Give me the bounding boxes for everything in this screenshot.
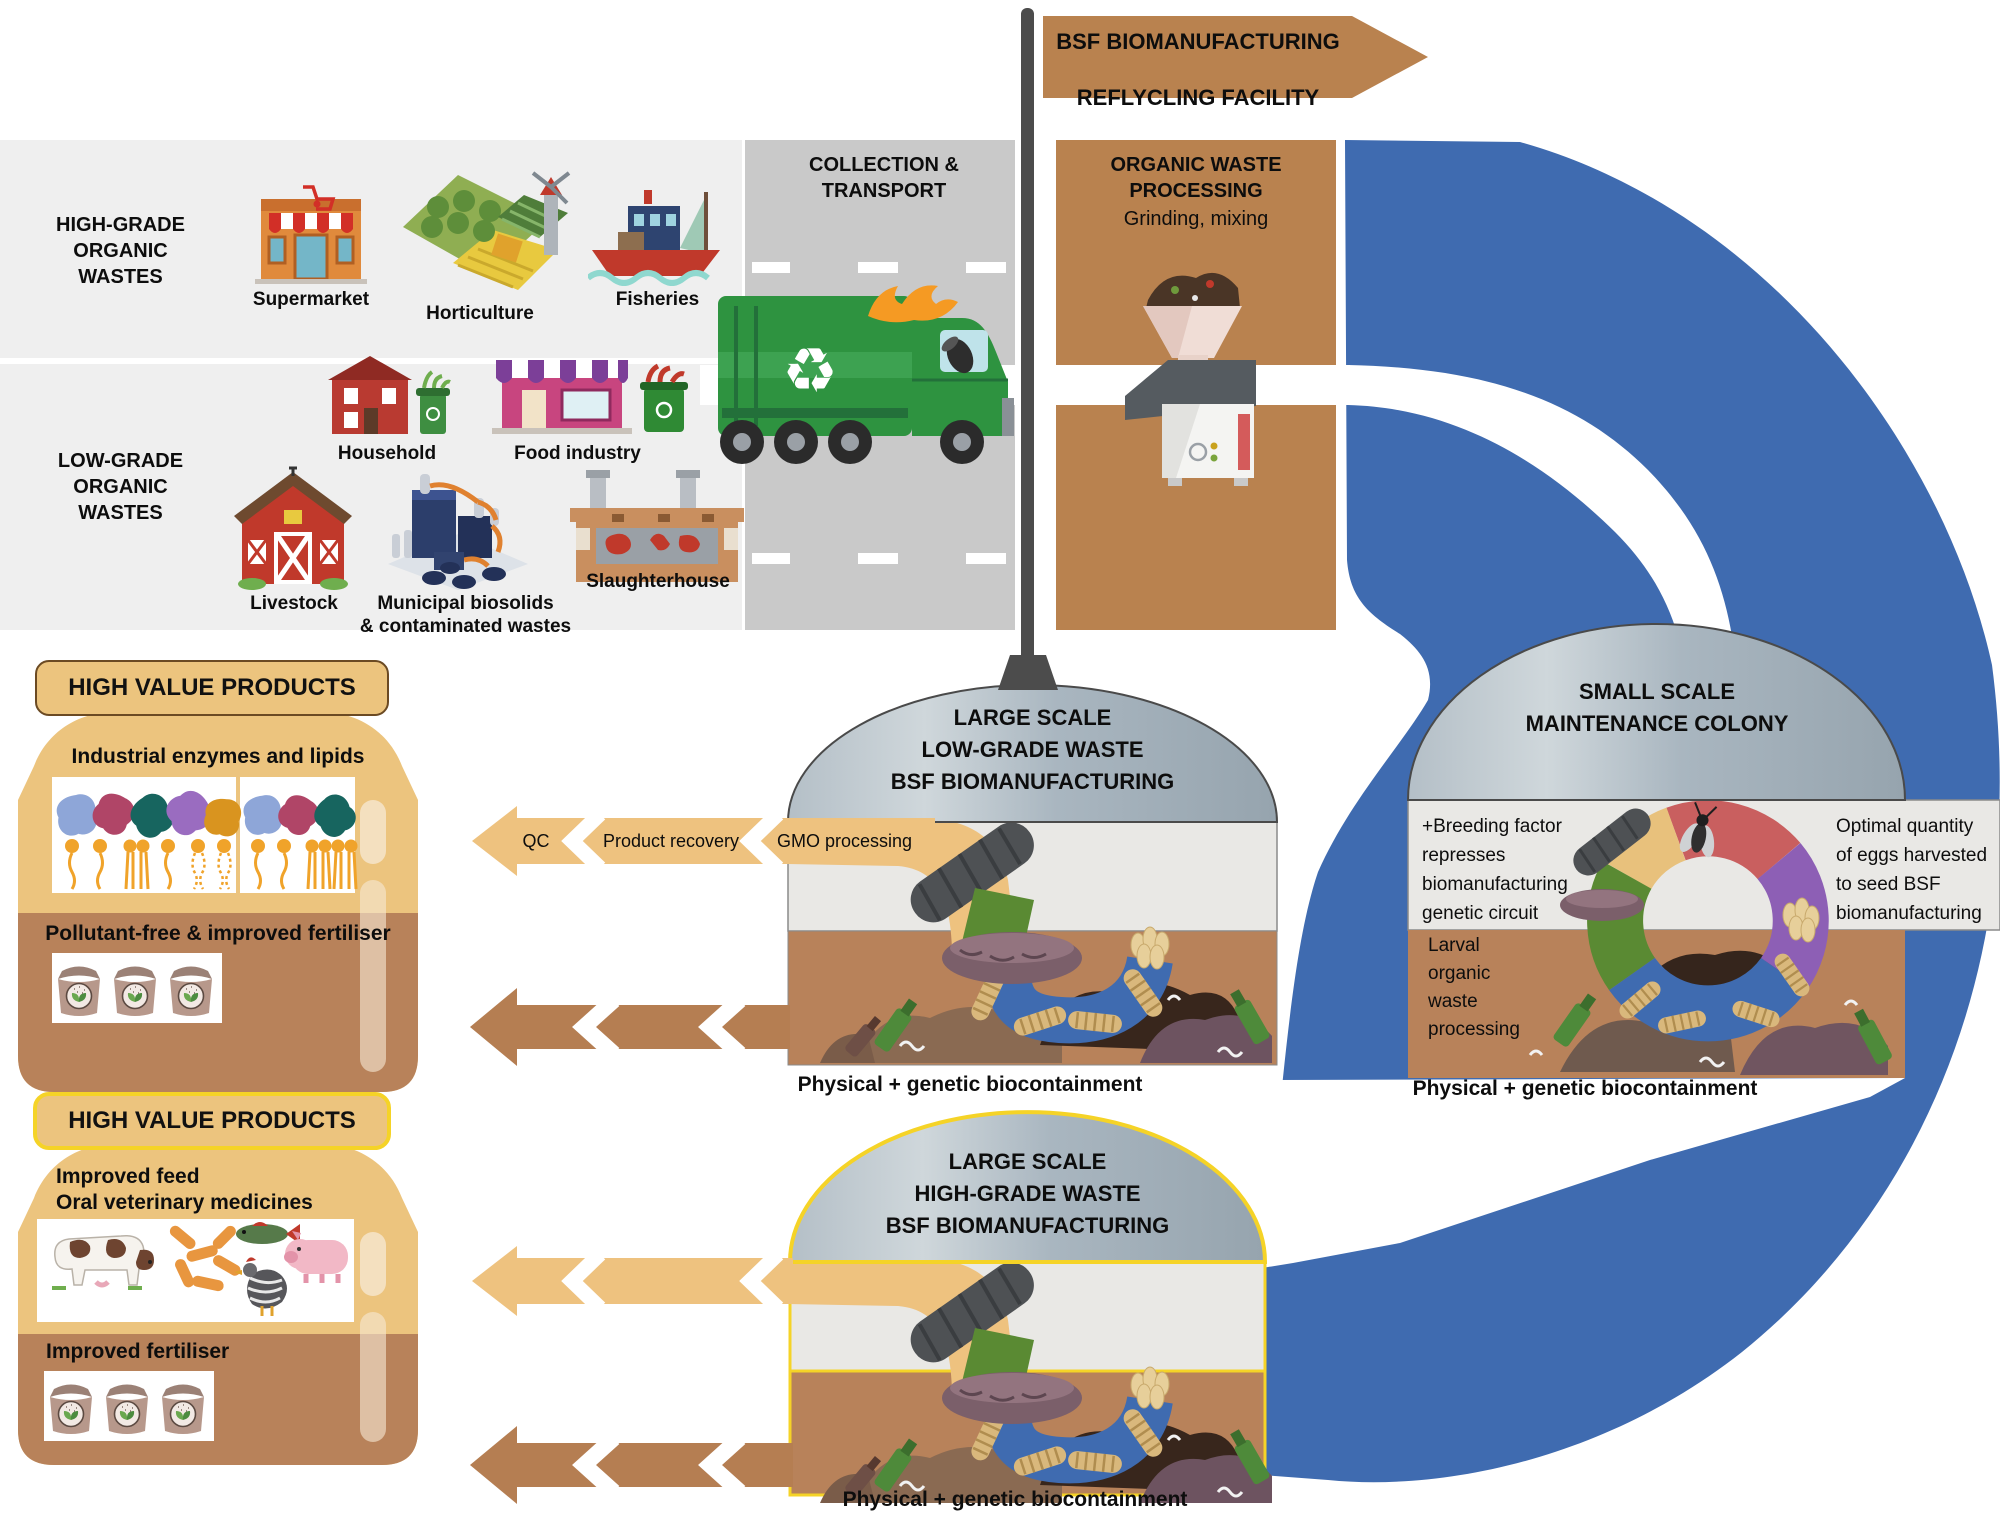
food-industry-caption: Food industry	[514, 443, 641, 464]
slaughterhouse-icon	[562, 470, 752, 588]
worm-icon	[1698, 1056, 1726, 1068]
supermarket-icon	[255, 185, 367, 285]
livestock-caption: Livestock	[250, 593, 338, 614]
cow-icon	[52, 1234, 154, 1290]
fisheries-caption: Fisheries	[615, 289, 700, 310]
worm-icon	[1843, 999, 1859, 1006]
enzymes-label: Industrial enzymes and lipids	[71, 745, 365, 768]
worm-icon	[1528, 1049, 1544, 1056]
municipal-caption: Municipal biosolids & contaminated waste…	[359, 593, 572, 637]
header-label: HIGH VALUE PRODUCTS	[68, 1107, 356, 1134]
processing-sublabel: Grinding, mixing	[1123, 208, 1269, 230]
feed-product-box: HIGH VALUE PRODUCTS Improved feed Oral v…	[0, 1082, 470, 1514]
collection-label: COLLECTION & TRANSPORT	[809, 154, 959, 202]
pupa-stage-arc	[1602, 807, 1687, 890]
qc-label: QC	[522, 831, 550, 851]
signpost-base	[998, 655, 1058, 690]
high-grade-dome-title: LARGE SCALE HIGH-GRADE WASTE BSF BIOMANU…	[885, 1149, 1170, 1238]
fertiliser-label: Pollutant-free & improved fertiliser	[45, 922, 391, 945]
signpost-pole	[1021, 8, 1034, 668]
flame-icon	[868, 285, 958, 323]
larval-processing-note: Larval organic waste processing	[1428, 935, 1520, 1040]
larvae-pile-icon	[1560, 889, 1644, 921]
supermarket-caption: Supermarket	[252, 289, 370, 310]
biocontainment-caption-colony: Physical + genetic biocontainment	[1412, 1077, 1758, 1100]
enzymes-box-header: HIGH VALUE PRODUCTS	[35, 660, 389, 716]
feed-label: Improved feed Oral veterinary medicines	[56, 1165, 313, 1214]
egg-harvest-note: Optimal quantity of eggs harvested to se…	[1836, 816, 1988, 924]
high-grade-label: HIGH-GRADE ORGANIC WASTES	[56, 214, 185, 288]
low-grade-dome-title: LARGE SCALE LOW-GRADE WASTE BSF BIOMANUF…	[890, 705, 1175, 794]
truck-wheels	[720, 420, 984, 464]
loop-gap	[1262, 1078, 1905, 1268]
larva-stage-arc	[1587, 861, 1656, 991]
fisheries-icon	[588, 188, 726, 286]
feed-box-header: HIGH VALUE PRODUCTS	[33, 1092, 391, 1150]
recycle-icon: ♻	[782, 337, 838, 406]
slaughterhouse-caption: Slaughterhouse	[586, 571, 730, 592]
fertiliser-bag-icons	[49, 1383, 205, 1435]
fertiliser-bag-icons	[57, 965, 213, 1017]
signpost-banner	[1043, 16, 1428, 98]
processing-label: ORGANIC WASTE PROCESSING	[1110, 154, 1282, 202]
compost-pile-icon	[1740, 1022, 1888, 1075]
header-label: HIGH VALUE PRODUCTS	[68, 674, 356, 701]
fertiliser-arrow-top	[470, 988, 790, 1066]
larvae-feed-icon	[169, 1225, 241, 1292]
household-caption: Household	[337, 443, 437, 464]
signpost	[998, 8, 1428, 690]
improved-fertiliser-label: Improved fertiliser	[46, 1340, 230, 1363]
colony-shell	[1406, 623, 1907, 801]
fly-icon	[1679, 801, 1718, 858]
livestock-icon	[232, 462, 354, 590]
pig-icon	[284, 1231, 348, 1283]
banner-title: BSF BIOMANUFACTURING REFLYCLING FACILITY	[1056, 29, 1340, 110]
breeding-factor-note: +Breeding factor represses biomanufactur…	[1422, 816, 1568, 924]
eggs-icon	[1782, 897, 1820, 943]
high-grade-dome	[787, 1110, 1272, 1503]
food-industry-icon	[492, 350, 692, 436]
waste-bin-icon	[416, 370, 451, 434]
gmo-processing-label: GMO processing	[776, 831, 913, 851]
low-grade-label: LOW-GRADE ORGANIC WASTES	[57, 450, 184, 524]
maintenance-colony-title: SMALL SCALE MAINTENANCE COLONY	[1525, 679, 1789, 736]
fertiliser-arrow-bottom	[470, 1426, 793, 1504]
enzymes-product-box: HIGH VALUE PRODUCTS Industrial enzymes a…	[0, 650, 470, 1110]
fish-icon	[236, 1222, 300, 1244]
high-grade-shell	[787, 1110, 1268, 1264]
biocontainment-caption-mid: Physical + genetic biocontainment	[797, 1073, 1143, 1096]
biocontainment-caption-bottom: Physical + genetic biocontainment	[842, 1488, 1188, 1511]
pupa-icon	[1573, 808, 1651, 876]
cart-glyph	[303, 185, 336, 211]
road-markings	[752, 262, 1006, 564]
municipal-biosolids-icon	[378, 468, 538, 590]
product-recovery-arrow-bottom	[472, 1246, 793, 1316]
horticulture-caption: Horticulture	[426, 303, 534, 324]
product-recovery-arrow-top	[472, 806, 935, 876]
horticulture-icon	[398, 165, 578, 303]
fly-driver-icon	[941, 336, 974, 374]
garbage-truck-icon: ♻	[718, 285, 1014, 464]
product-recovery-label: Product recovery	[602, 831, 740, 851]
chicken-icon	[234, 1257, 287, 1316]
meat-glyphs	[605, 533, 700, 555]
household-icon	[322, 352, 452, 438]
grinder-icon	[1125, 272, 1256, 486]
waste-bin-icon	[640, 363, 688, 432]
maintenance-colony-dome	[1406, 623, 2000, 1078]
